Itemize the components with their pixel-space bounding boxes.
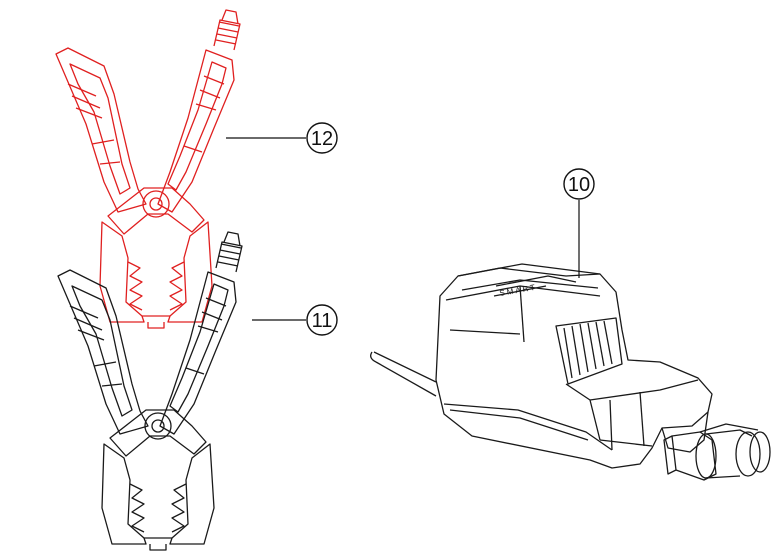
callout-12: 12 — [226, 122, 338, 154]
smart-cable-connector: SMART — [370, 263, 771, 481]
red-clamp — [55, 9, 241, 329]
callout-11: 11 — [252, 304, 338, 336]
callout-12-ring — [306, 122, 338, 154]
callout-10-label: 10 — [568, 174, 590, 196]
callout-10: 10 — [563, 168, 595, 278]
black-clamp — [57, 231, 243, 551]
callout-11-label: 11 — [312, 310, 333, 332]
callout-12-label: 12 — [311, 128, 333, 150]
callout-11-ring — [306, 304, 338, 336]
callout-10-ring — [563, 168, 595, 200]
